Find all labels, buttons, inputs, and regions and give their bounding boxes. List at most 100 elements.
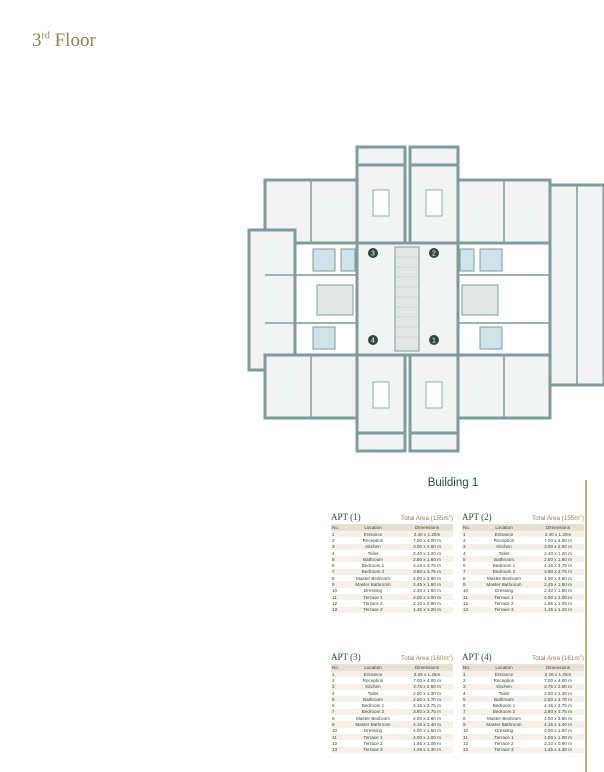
room-dimensions: 3.00 x 2.50 m xyxy=(401,543,453,550)
room-location: Terrace 2 xyxy=(476,600,532,607)
room-number: 1 xyxy=(462,531,476,538)
room-location: Terrace 2 xyxy=(345,740,401,747)
room-dimensions: 7.00 x 4.00 m xyxy=(401,677,453,684)
room-dimensions: 2.00 x 1.30 m xyxy=(401,689,453,697)
room-dimensions: 2.50 x 1.70 m xyxy=(532,696,584,703)
room-location: Terrace 1 xyxy=(345,593,401,601)
room-number: 4 xyxy=(462,689,476,697)
room-dimensions: 2.50 x 1.60 m xyxy=(532,556,584,563)
room-number: 11 xyxy=(331,733,345,741)
room-dimensions: 7.00 x 4.00 m xyxy=(532,677,584,684)
apartment-marker-1: 1 xyxy=(432,338,436,345)
room-number: 6 xyxy=(331,562,345,569)
room-location: Terrace 3 xyxy=(345,606,401,613)
room-number: 2 xyxy=(462,677,476,684)
room-number: 12 xyxy=(331,740,345,747)
room-dimensions: 2.40 x 1.50 m xyxy=(532,587,584,594)
room-dimensions: 2.40 x 1.50 m xyxy=(401,587,453,594)
room-number: 2 xyxy=(331,677,345,684)
room-number: 6 xyxy=(462,702,476,709)
room-number: 13 xyxy=(462,606,476,613)
room-dimensions: 2.75 x 2.50 m xyxy=(532,683,584,690)
room-dimensions: 4.00 x 1.00 m xyxy=(532,733,584,741)
header-dimensions: Dimensions xyxy=(401,664,453,671)
room-location: Entrance xyxy=(345,671,401,678)
room-location: Master Bathroom xyxy=(476,581,532,588)
room-location: Toilet xyxy=(345,689,401,697)
room-number: 12 xyxy=(462,740,476,747)
room-location: Master Bedroom xyxy=(476,575,532,582)
room-number: 10 xyxy=(331,587,345,594)
header-no: No. xyxy=(331,524,345,531)
header-location: Location xyxy=(345,664,401,671)
apt-name: APT (1) xyxy=(331,512,361,522)
room-location: Master Bathroom xyxy=(345,721,401,728)
room-dimensions: 4.15 x 1.40 m xyxy=(532,721,584,728)
room-dimensions: 4.00 x 3.80 m xyxy=(401,715,453,722)
room-dimensions: 3.00 x 2.50 m xyxy=(532,543,584,550)
apt-name: APT (2) xyxy=(462,512,492,522)
room-location: Dressing xyxy=(476,727,532,734)
floor-label: Floor xyxy=(49,30,96,51)
room-location: Reception xyxy=(345,677,401,684)
room-number: 7 xyxy=(331,568,345,576)
room-number: 12 xyxy=(331,600,345,607)
room-dimensions: 2.45 x 1.50 m xyxy=(401,581,453,588)
room-location: Bedroom 2 xyxy=(476,708,532,716)
room-dimensions: 1.65 x 1.05 m xyxy=(532,600,584,607)
room-dimensions: 2.10 x 0.90 m xyxy=(532,740,584,747)
room-location: Terrace 1 xyxy=(345,733,401,741)
room-number: 11 xyxy=(462,733,476,741)
room-number: 9 xyxy=(462,721,476,728)
floor-number: 3 xyxy=(32,30,42,51)
room-location: Master Bathroom xyxy=(345,581,401,588)
room-number: 5 xyxy=(462,556,476,563)
room-number: 7 xyxy=(331,708,345,716)
room-dimensions: 4.15 x 3.75 m xyxy=(532,562,584,569)
room-dimensions: 4.00 x 1.00 m xyxy=(401,593,453,601)
room-number: 1 xyxy=(331,671,345,678)
header-dimensions: Dimensions xyxy=(532,664,584,671)
header-location: Location xyxy=(345,524,401,531)
header-no: No. xyxy=(462,664,476,671)
room-number: 6 xyxy=(331,702,345,709)
room-location: Kitchen xyxy=(476,683,532,690)
room-number: 5 xyxy=(462,696,476,703)
room-dimensions: 4.00 x 1.50 m xyxy=(532,727,584,734)
room-location: Bedroom 1 xyxy=(476,702,532,709)
room-location: Toilet xyxy=(476,689,532,697)
room-dimensions: 4.15 x 3.75 m xyxy=(401,702,453,709)
room-location: Kitchen xyxy=(345,683,401,690)
apt-header: APT (3)Total Area (160m2) xyxy=(331,650,453,662)
room-location: Master Bedroom xyxy=(345,575,401,582)
room-dimensions: 4.00 x 3.80 m xyxy=(532,715,584,722)
room-location: Terrace 2 xyxy=(476,740,532,747)
room-location: Bathroom xyxy=(345,556,401,563)
room-number: 3 xyxy=(331,683,345,690)
room-number: 11 xyxy=(462,593,476,601)
room-dimensions: 2.40 x 1.20 m xyxy=(532,549,584,557)
room-number: 9 xyxy=(331,581,345,588)
room-number: 1 xyxy=(462,671,476,678)
room-dimensions: 4.15 x 3.75 m xyxy=(532,702,584,709)
